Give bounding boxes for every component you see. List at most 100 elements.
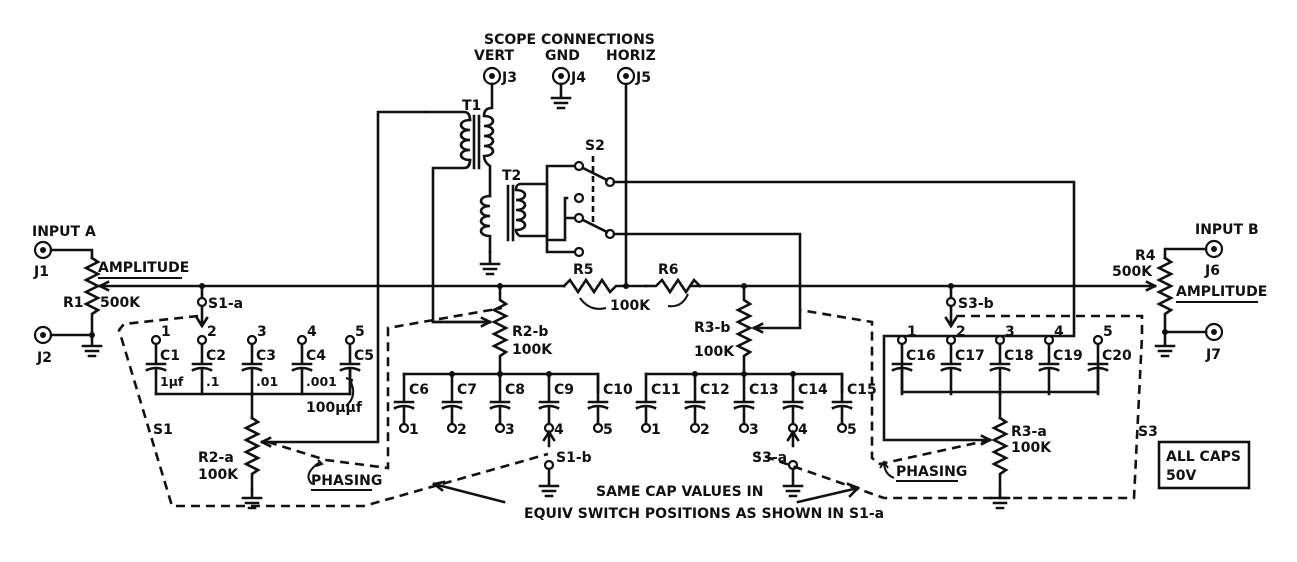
r2b-wiper-arrow [431, 316, 492, 328]
capacitor-label: C5 [354, 348, 374, 364]
s1a-label: S1-a [208, 296, 243, 312]
capacitor [393, 372, 415, 434]
jack-j1[interactable] [33, 240, 53, 260]
capacitor [191, 334, 213, 396]
capacitor-label: C8 [505, 382, 525, 398]
r3a-value: 100K [1011, 440, 1052, 456]
capacitor [684, 372, 706, 434]
capacitor [733, 372, 755, 434]
capacitor-label: C14 [798, 382, 828, 398]
capacitor [782, 372, 804, 434]
s3-gang-label: S3 [1138, 424, 1158, 440]
r1-value: 500K [100, 295, 141, 311]
j1-wire [49, 248, 94, 260]
capacitor-label: C19 [1053, 348, 1083, 364]
j4-label: J4 [570, 70, 586, 86]
input-a-label: INPUT A [32, 224, 96, 240]
r1-label: R1 [63, 295, 84, 311]
jack-j2[interactable] [33, 325, 53, 345]
capacitor-label: C1 [160, 348, 180, 364]
potentiometer-r1[interactable] [83, 256, 101, 338]
capacitor-label: C17 [955, 348, 985, 364]
switch-position-label: 3 [505, 422, 515, 438]
capacitor [940, 334, 962, 396]
s3-gang-linkage[interactable] [757, 308, 1144, 500]
rotary-switch-center_right_bank[interactable] [782, 429, 804, 498]
r2b-label: R2-b [512, 324, 548, 340]
potentiometer-r2a[interactable] [243, 416, 261, 492]
r5-r6-gang-arrow [579, 293, 689, 310]
potentiometer-r2b[interactable] [491, 284, 509, 374]
r3b-label: R3-b [694, 320, 730, 336]
j7-label: J7 [1205, 347, 1221, 363]
capacitor-label: C6 [409, 382, 429, 398]
c5-value: 100μμf [306, 400, 363, 416]
potentiometer-r3a[interactable] [991, 416, 1009, 492]
switch-position-label: 4 [307, 324, 317, 340]
capacitor-label: C15 [847, 382, 877, 398]
s1-gang-linkage[interactable] [117, 306, 549, 508]
s1b-label: S1-b [556, 450, 592, 466]
s3b-rotor[interactable] [944, 304, 958, 329]
capacitor-label: C3 [256, 348, 276, 364]
switch-s2[interactable] [545, 156, 1076, 442]
capacitor [1038, 334, 1060, 396]
input-b-label: INPUT B [1195, 222, 1259, 238]
r3b-value: 100K [694, 344, 735, 360]
switch-position-label: 2 [700, 422, 710, 438]
j6-label: J6 [1204, 263, 1220, 279]
jack-j7[interactable] [1204, 322, 1224, 342]
capacitor-label: C12 [700, 382, 730, 398]
s1-gang-label: S1 [153, 422, 173, 438]
switch-position-label: 3 [257, 324, 267, 340]
r4-wiper-arrow [1145, 280, 1157, 292]
t2-label: T2 [502, 168, 521, 184]
all-caps-line-2: 50V [1166, 468, 1196, 484]
capacitor-label: C13 [749, 382, 779, 398]
ground-icon [81, 334, 103, 358]
note-arrow-left [432, 480, 506, 504]
switch-position-label: 5 [1103, 324, 1113, 340]
j2-label: J2 [36, 350, 52, 366]
r6-label: R6 [658, 262, 679, 278]
r5-r6-value: 100K [610, 298, 651, 314]
horiz-label: HORIZ [606, 48, 656, 64]
jack-j3[interactable] [482, 66, 502, 86]
capacitor [587, 372, 609, 434]
r1-control-label: AMPLITUDE [98, 260, 189, 276]
capacitor-label: C7 [457, 382, 477, 398]
switch-position-label: 3 [749, 422, 759, 438]
potentiometer-r4[interactable] [1156, 256, 1174, 334]
phasing-left-label: PHASING [311, 473, 382, 489]
switch-position-label: 2 [956, 324, 966, 340]
resistor-r6 [644, 277, 702, 295]
capacitor [989, 334, 1011, 396]
capacitor-label: C9 [554, 382, 574, 398]
capacitor [241, 334, 263, 396]
jack-j5[interactable] [616, 66, 636, 86]
r2a-label: R2-a [198, 450, 234, 466]
s1a-rotor[interactable] [195, 304, 209, 329]
capacitor [489, 372, 511, 434]
s2-label: S2 [585, 138, 605, 154]
r1-wiper-arrow [98, 280, 110, 292]
switch-position-label: 5 [355, 324, 365, 340]
capacitor-value: 1μf [160, 374, 184, 389]
r2a-wiper-wire [260, 110, 428, 444]
jack-j4[interactable] [551, 66, 571, 86]
rotary-switch-center_left_bank[interactable] [538, 429, 560, 498]
all-caps-box [1157, 440, 1251, 490]
switch-position-label: 4 [798, 422, 808, 438]
r4-label: R4 [1135, 248, 1156, 264]
left-bank-bus [154, 368, 352, 396]
ground-icon [479, 250, 501, 276]
t1-label: T1 [462, 98, 481, 114]
ground-icon [1154, 330, 1176, 358]
potentiometer-r3b[interactable] [735, 284, 753, 374]
switch-position-label: 2 [457, 422, 467, 438]
capacitor-label: C10 [603, 382, 633, 398]
phasing-left-pointer [307, 459, 324, 485]
capacitor-label: C18 [1004, 348, 1034, 364]
jack-j6[interactable] [1204, 239, 1224, 259]
r2a-value: 100K [198, 467, 239, 483]
